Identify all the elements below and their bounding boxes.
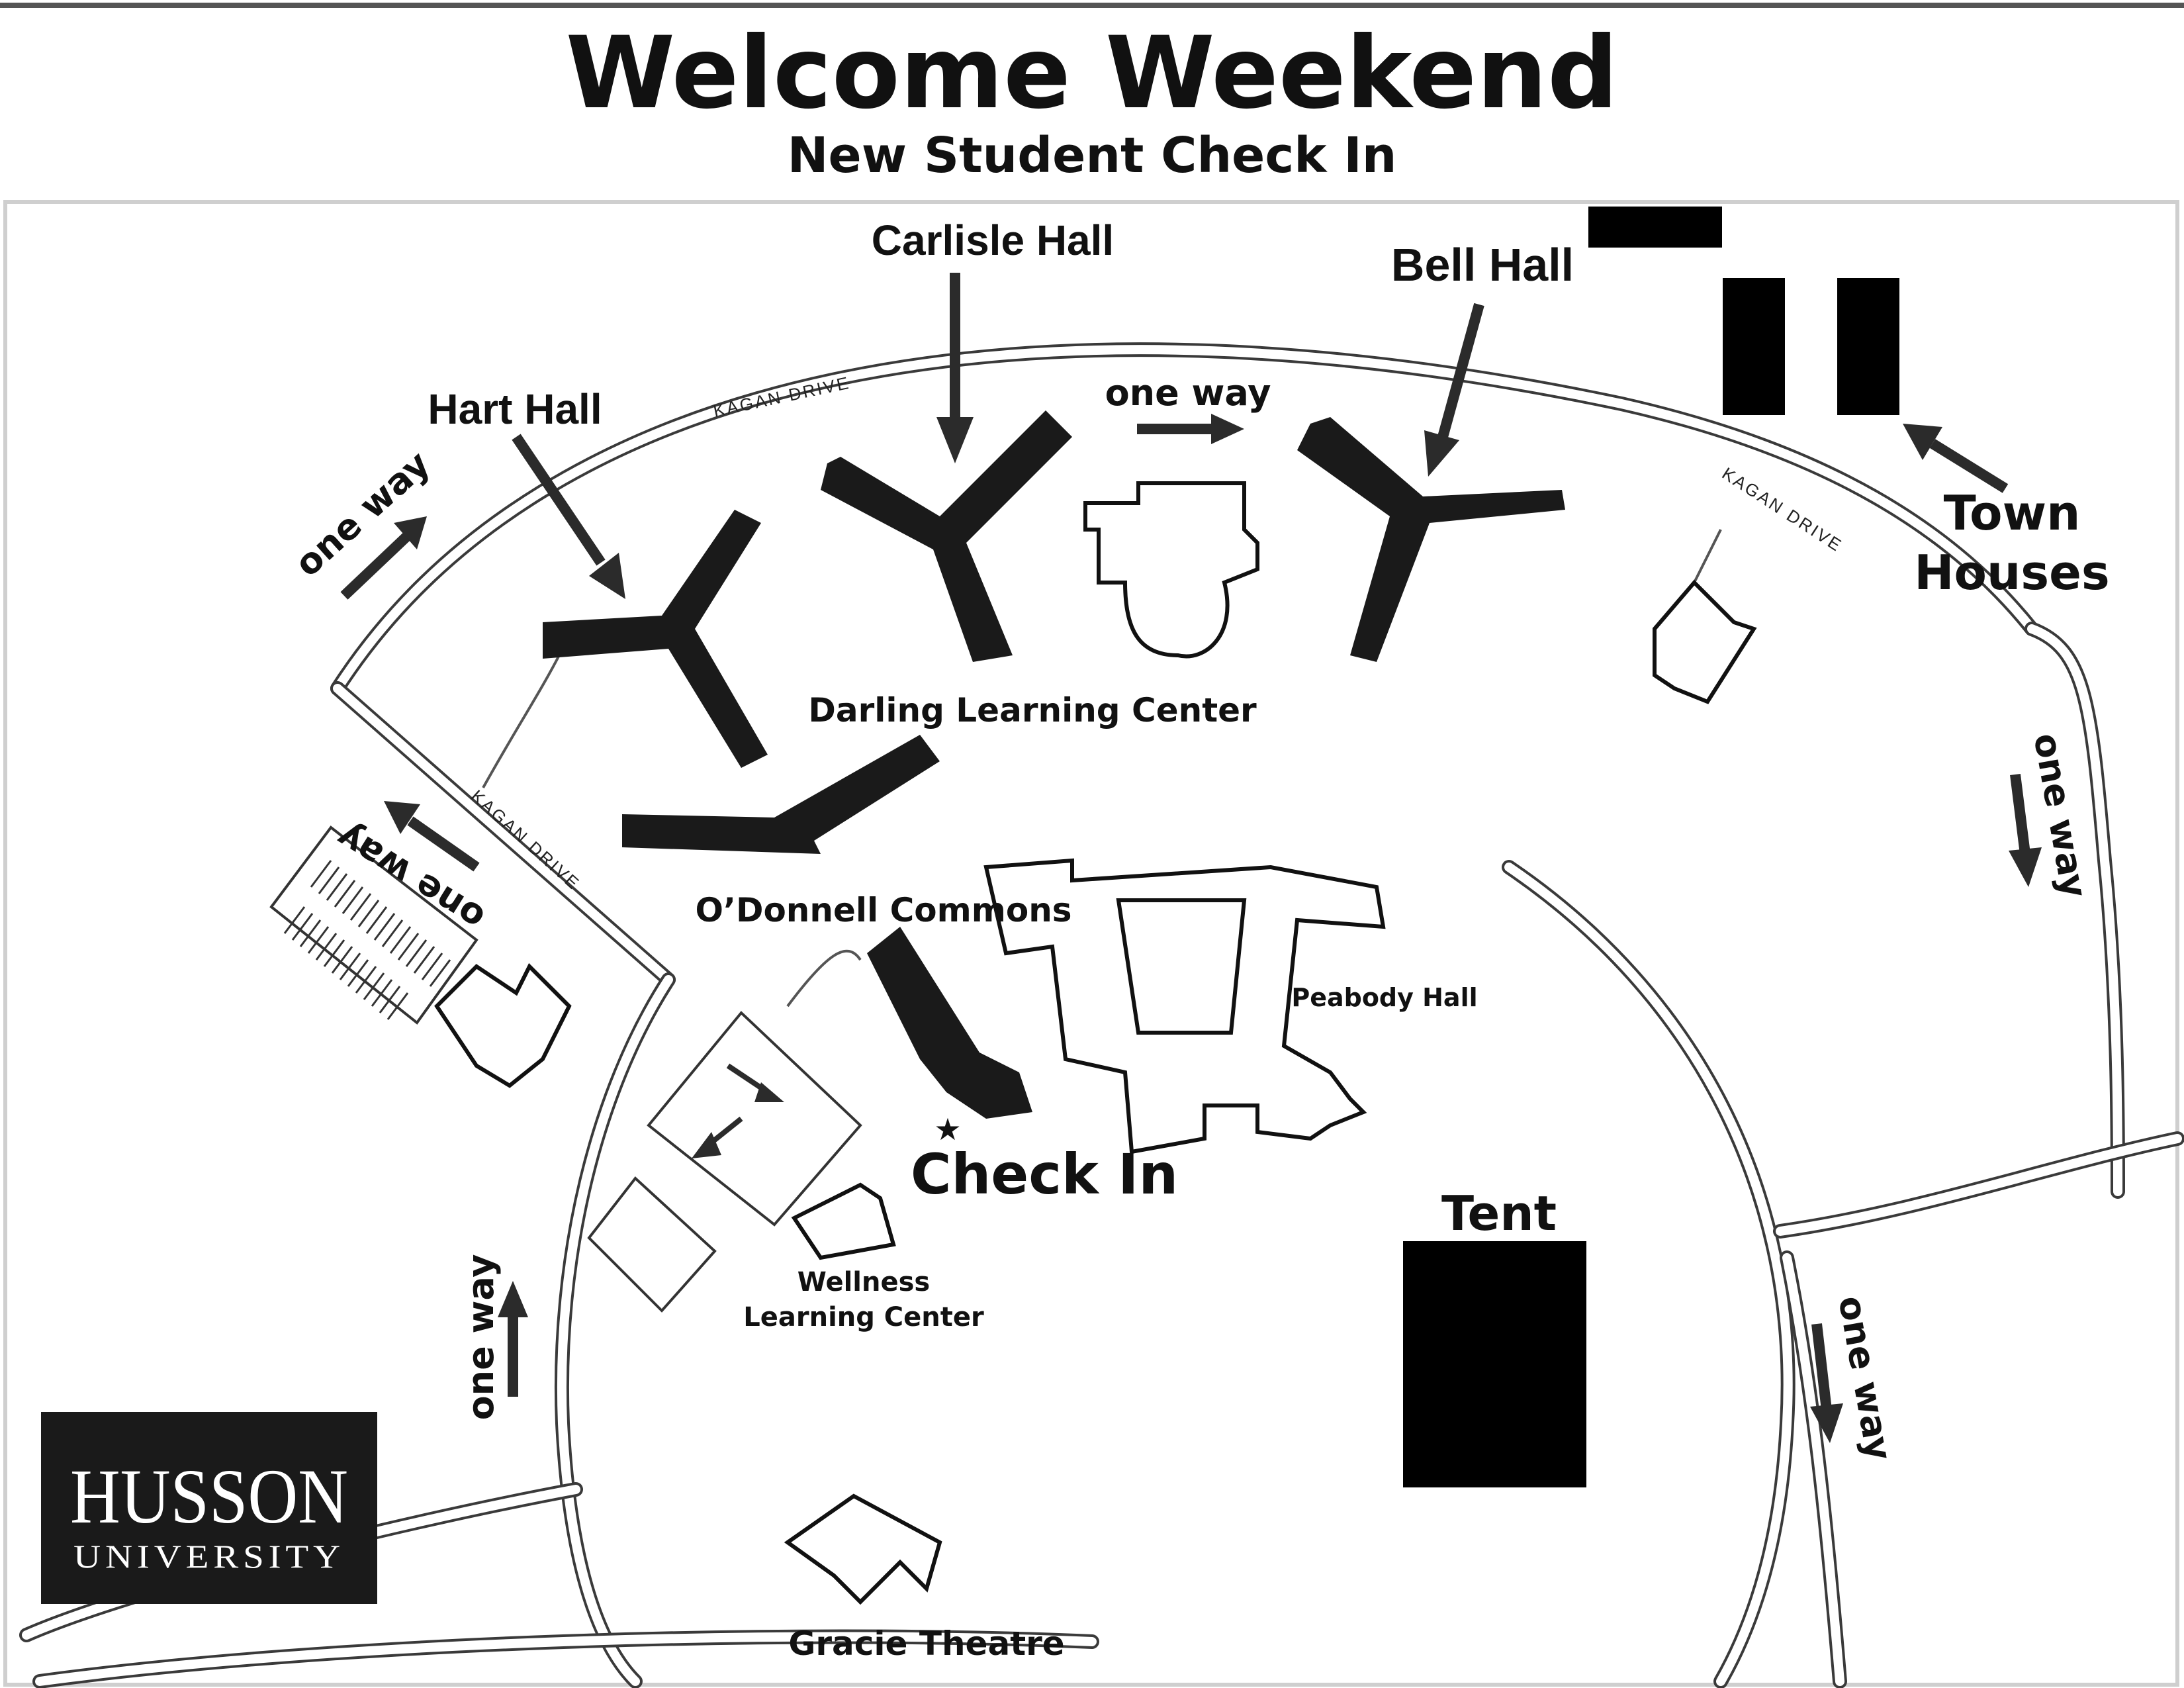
parking-stall — [291, 913, 314, 941]
label-wellness-line2: Learning Center — [743, 1302, 984, 1333]
parking-stall — [339, 953, 361, 980]
one-way-arrow-northwest — [340, 516, 427, 600]
husson-university-logo: HUSSON UNIVERSITY — [41, 1412, 377, 1604]
footpath-hart — [482, 648, 564, 788]
town-house-block-1 — [1723, 278, 1785, 415]
one-way-arrow-top — [1137, 414, 1244, 444]
carlisle-hall-building — [821, 410, 1072, 662]
one-way-label-southwest: one way — [460, 1254, 502, 1421]
lot-arrow-2 — [692, 1116, 743, 1158]
parking-stall — [389, 926, 412, 954]
bell-hall-building — [1297, 417, 1565, 662]
road-label-kagan-north: KAGAN DRIVE — [711, 373, 852, 421]
parking-stall — [373, 913, 396, 941]
parking-stall — [283, 906, 306, 934]
arrow-carlisle-hall — [936, 273, 974, 463]
logo-line-husson: HUSSON — [70, 1453, 348, 1540]
central-building — [1083, 481, 1259, 659]
parking-stall — [323, 939, 345, 967]
page-title: Welcome Weekend — [566, 16, 1619, 131]
top-rule — [0, 3, 2184, 8]
label-bell-hall: Bell Hall — [1391, 239, 1574, 291]
town-house-block-2 — [1837, 278, 1899, 415]
parking-stall — [421, 953, 443, 980]
parking-stall — [413, 946, 435, 974]
parking-stall — [397, 933, 420, 961]
label-town-houses-line1: Town — [1944, 485, 2081, 541]
check-in-star-icon: ★ — [934, 1111, 961, 1147]
parking-stall — [365, 906, 388, 934]
label-wellness-line1: Wellness — [797, 1267, 930, 1297]
map-frame — [3, 200, 2179, 1687]
label-darling-learning-center: Darling Learning Center — [808, 691, 1257, 729]
parking-stall — [355, 966, 377, 994]
parking-stall — [363, 972, 385, 1000]
hart-hall-building — [543, 510, 768, 768]
lot-arrow-1 — [726, 1063, 784, 1102]
parking-stall — [381, 919, 404, 947]
west-building — [434, 962, 572, 1088]
parking-stall — [315, 933, 338, 961]
parking-stall — [341, 886, 364, 914]
one-way-arrow-west-lot — [384, 801, 480, 872]
parking-stall — [429, 959, 451, 987]
arrow-hart-hall — [512, 434, 625, 599]
parking-stall — [371, 979, 393, 1007]
parking-stall — [387, 992, 409, 1020]
parking-lot-south — [587, 1176, 717, 1313]
logo-line-university: UNIVERSITY — [73, 1538, 345, 1575]
page-subtitle: New Student Check In — [788, 127, 1397, 184]
parking-stall — [405, 939, 428, 967]
parking-stall — [307, 926, 330, 954]
parking-stall — [347, 959, 369, 987]
roads — [19, 342, 2184, 1688]
arrow-bell-hall — [1424, 303, 1484, 477]
parking-stall — [357, 900, 380, 927]
parking-stall — [331, 946, 353, 974]
gracie-theatre-building — [784, 1493, 942, 1605]
parking-lot-west — [269, 825, 478, 1025]
parking-lot-central — [647, 1011, 862, 1227]
peabody-hall-building — [983, 858, 1386, 1154]
road-label-kagan-west: KAGAN DRIVE — [467, 786, 584, 894]
parking-stall — [334, 880, 356, 908]
label-carlisle-hall: Carlisle Hall — [872, 216, 1114, 264]
one-way-arrow-southeast — [1810, 1323, 1843, 1443]
redacted-block — [1588, 207, 1722, 248]
one-way-label-top: one way — [1105, 372, 1271, 414]
one-way-label-southeast: one way — [1830, 1293, 1900, 1464]
one-way-arrow-east — [2009, 774, 2042, 887]
townhouse-building — [1653, 579, 1757, 704]
parking-stall — [349, 893, 372, 921]
label-peabody-hall: Peabody Hall — [1291, 983, 1477, 1012]
parking-stall — [299, 919, 322, 947]
one-way-arrow-southwest — [498, 1281, 528, 1397]
tent-block — [1403, 1241, 1586, 1487]
label-odonnell-commons: O’Donnell Commons — [695, 891, 1071, 929]
label-town-houses-line2: Houses — [1914, 545, 2110, 600]
one-way-label-east: one way — [2025, 730, 2095, 901]
one-way-label-northwest: one way — [287, 443, 438, 585]
parking-stall — [379, 986, 401, 1013]
label-tent: Tent — [1441, 1186, 1557, 1241]
parking-stall — [318, 867, 340, 894]
arrow-town-houses — [1903, 424, 2009, 493]
parking-stall — [326, 873, 348, 901]
footpath-commons — [786, 949, 862, 1008]
wellness-learning-center-building — [791, 1182, 896, 1260]
parking-stall — [310, 860, 332, 888]
label-check-in: Check In — [911, 1142, 1178, 1207]
darling-learning-center-building — [622, 735, 940, 854]
odonnell-commons-building — [867, 927, 1032, 1119]
label-hart-hall: Hart Hall — [428, 385, 602, 433]
label-gracie-theatre: Gracie Theatre — [788, 1624, 1064, 1663]
